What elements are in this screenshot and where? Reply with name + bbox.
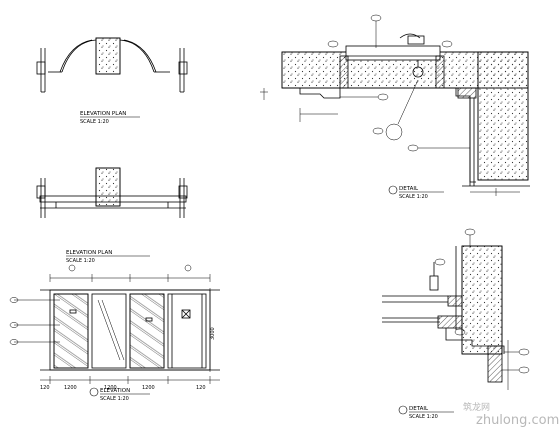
door-handle-left — [69, 309, 77, 314]
plan-top-left — [36, 37, 188, 93]
detail-1-scale: SCALE 1:20 — [399, 194, 428, 200]
callout-circle — [385, 123, 403, 141]
elevation-dim-bottom: 120 1200 1200 1200 120 — [40, 376, 220, 391]
detail-1-annotations — [260, 14, 520, 196]
watermark: 筑龙网 zhulong.com — [463, 401, 559, 428]
elevation-title: ELEVATION SCALE 1:20 — [89, 387, 150, 402]
plan-top-title-text: ELEVATION PLAN — [80, 111, 126, 117]
arch-right-inner — [123, 39, 157, 73]
plan-top-scale: SCALE 1:20 — [80, 119, 109, 125]
dim-height: 3000 — [210, 327, 216, 340]
wall-section — [461, 245, 503, 355]
door-leaf-left — [53, 293, 89, 369]
elevation-dim-right: 3000 — [209, 288, 216, 372]
plan-mid-title: ELEVATION PLAN SCALE 1:20 — [66, 250, 150, 264]
dim-cell-4: 1200 — [142, 385, 155, 391]
cornice-left — [282, 87, 341, 99]
watermark-logo: zhulong.com — [476, 413, 559, 428]
plan-mid-scale: SCALE 1:20 — [66, 258, 95, 264]
elevation-scale: SCALE 1:20 — [100, 396, 129, 402]
cornice-right — [440, 87, 476, 183]
elevation-title-text: ELEVATION — [100, 388, 130, 394]
detail-2-title-text: DETAIL — [409, 406, 429, 412]
fixture-cable — [399, 33, 421, 39]
watermark-cn: 筑龙网 — [463, 401, 490, 413]
door-leaf-right — [129, 293, 165, 369]
concrete-column — [95, 167, 121, 207]
detail-1-title: DETAIL SCALE 1:20 — [388, 185, 444, 200]
side-panel — [167, 293, 207, 369]
detail-2-title: DETAIL SCALE 1:20 — [398, 405, 454, 420]
detail-2-scale: SCALE 1:20 — [409, 414, 438, 420]
plan-top-title: ELEVATION PLAN SCALE 1:20 — [80, 111, 140, 125]
dim-cell-1: 120 — [40, 385, 50, 391]
elevation-drawing — [40, 289, 220, 371]
plan-mid-title-text: ELEVATION PLAN — [66, 250, 112, 256]
elevation-dim-top — [49, 264, 211, 282]
dim-cell-5: 120 — [196, 385, 206, 391]
detail-1-title-text: DETAIL — [399, 186, 419, 192]
bracket — [429, 275, 439, 291]
arch-left-inner — [59, 39, 93, 73]
arch-left — [61, 39, 97, 73]
elevation-leaders — [9, 297, 60, 345]
plan-mid-left — [36, 167, 188, 218]
door-leaf-centre — [91, 293, 127, 369]
lock-plate — [181, 309, 191, 319]
column-outline — [95, 37, 121, 75]
sill-profile — [445, 328, 505, 354]
detail-2-drawing — [382, 245, 505, 383]
detail-2-annotations — [434, 228, 530, 390]
door-handle-right — [145, 317, 153, 322]
detail-1-drawing — [281, 33, 530, 187]
concrete-column — [95, 37, 121, 75]
dim-cell-3: 1200 — [104, 385, 117, 391]
right-wall — [477, 51, 529, 181]
dim-cell-2: 1200 — [64, 385, 77, 391]
wall-stub-right — [178, 61, 188, 75]
arch-right — [119, 39, 155, 73]
